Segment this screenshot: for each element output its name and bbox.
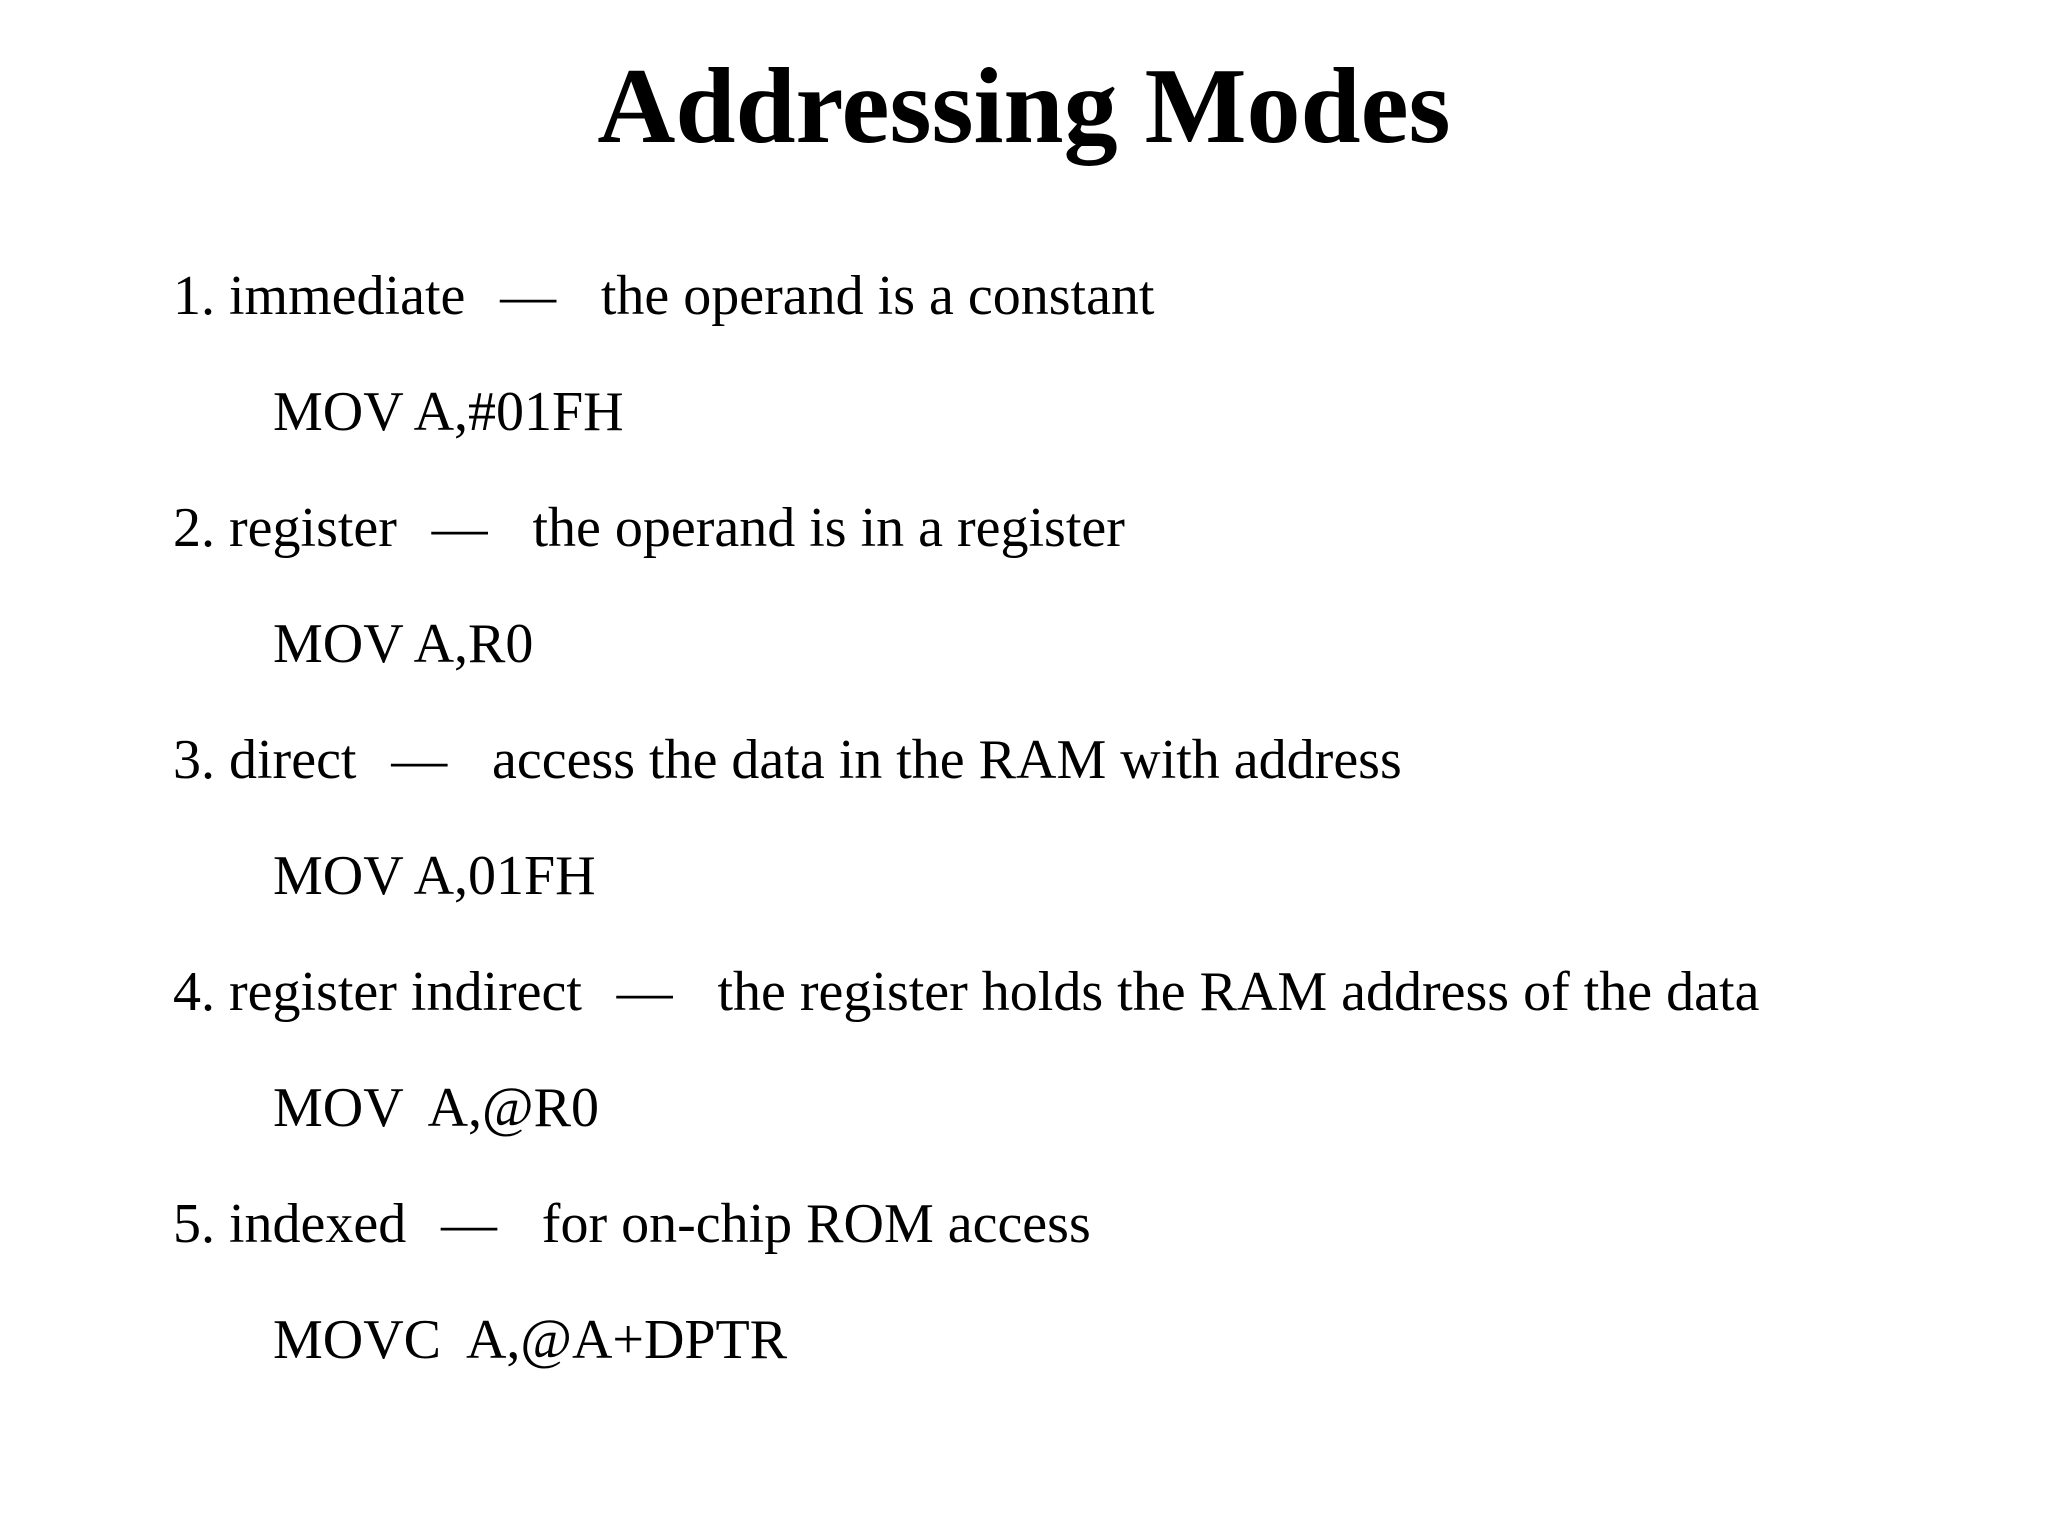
mode-item: 5. indexed — for on-chip ROM access <box>173 1166 1988 1282</box>
mode-description: the register holds the RAM address of th… <box>717 960 1760 1023</box>
page-title: Addressing Modes <box>597 47 1451 166</box>
mode-item: 3. direct — access the data in the RAM wit… <box>173 702 1988 818</box>
separator-dash: — <box>391 728 448 791</box>
separator-dash: — <box>500 264 557 327</box>
mode-example: MOV A,#01FH <box>273 380 624 443</box>
mode-label: 5. indexed <box>173 1192 407 1255</box>
mode-example: MOV A,R0 <box>273 612 534 675</box>
mode-label: 3. direct <box>173 728 357 791</box>
mode-item: 1. immediate — the operand is a constant <box>173 238 1988 354</box>
mode-item: 2. register — the operand is in a register <box>173 470 1988 586</box>
mode-description: the operand is a constant <box>600 264 1155 327</box>
mode-example: MOV A,01FH <box>273 844 596 907</box>
mode-example: MOVC A,@A+DPTR <box>273 1308 788 1371</box>
mode-description: access the data in the RAM with address <box>492 728 1402 791</box>
separator-dash: — <box>431 496 488 559</box>
mode-item: 4. register indirect — the register holds … <box>173 934 1988 1050</box>
modes-list: 1. immediate — the operand is a constant M… <box>173 238 1988 1398</box>
separator-dash: — <box>441 1192 497 1255</box>
mode-description: for on-chip ROM access <box>541 1192 1091 1255</box>
separator-dash: — <box>616 960 673 1023</box>
mode-label: 2. register <box>173 496 397 559</box>
mode-description: the operand is in a register <box>532 496 1125 559</box>
mode-label: 4. register indirect <box>173 960 582 1023</box>
mode-label: 1. immediate <box>173 264 466 327</box>
mode-example: MOV A,@R0 <box>273 1076 599 1139</box>
